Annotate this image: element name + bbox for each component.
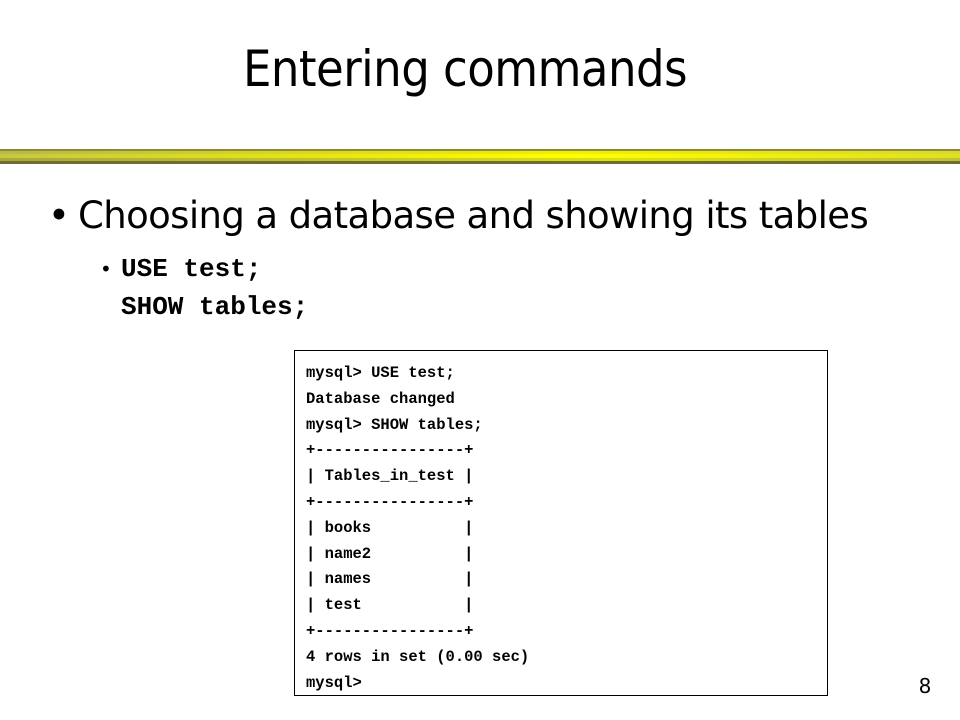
sub-bullet-commands: • USE test; SHOW tables; [100, 250, 600, 326]
bullet-choosing-database: •Choosing a database and showing its tab… [48, 192, 948, 240]
title-divider-rule [0, 149, 960, 165]
terminal-line: +----------------+ [306, 492, 474, 511]
rule-band-dark-bottom [0, 161, 960, 164]
terminal-line: mysql> USE test; [306, 364, 455, 382]
terminal-line: mysql> SHOW tables; [306, 415, 483, 434]
terminal-line: +----------------+ [306, 441, 474, 460]
terminal-line: | books | [306, 518, 474, 537]
bullet-dot: • [48, 194, 70, 237]
terminal-line: | test | [306, 596, 474, 615]
bullet-text: Choosing a database and showing its tabl… [78, 194, 869, 237]
terminal-line: | name2 | [306, 544, 474, 563]
terminal-line: Database changed [306, 389, 455, 408]
terminal-output-box: mysql> USE test; Database changed mysql>… [294, 350, 828, 696]
slide-title: Entering commands [242, 40, 688, 98]
sub-bullet-command-line: SHOW tables; [121, 292, 309, 322]
rule-band-mid-bottom [0, 158, 960, 161]
terminal-line: | names | [306, 570, 474, 589]
rule-band-dark-top [0, 149, 960, 151]
page-number: 8 [918, 674, 932, 698]
sub-bullet-command-line: USE test; [121, 254, 262, 284]
sub-bullet-dot: • [100, 257, 112, 281]
terminal-line: mysql> [306, 673, 362, 692]
terminal-line: +----------------+ [306, 621, 474, 640]
terminal-line: 4 rows in set (0.00 sec) [306, 647, 530, 666]
terminal-line: | Tables_in_test | [306, 467, 474, 486]
rule-band-bright [0, 154, 960, 158]
rule-band-mid-top [0, 151, 960, 154]
